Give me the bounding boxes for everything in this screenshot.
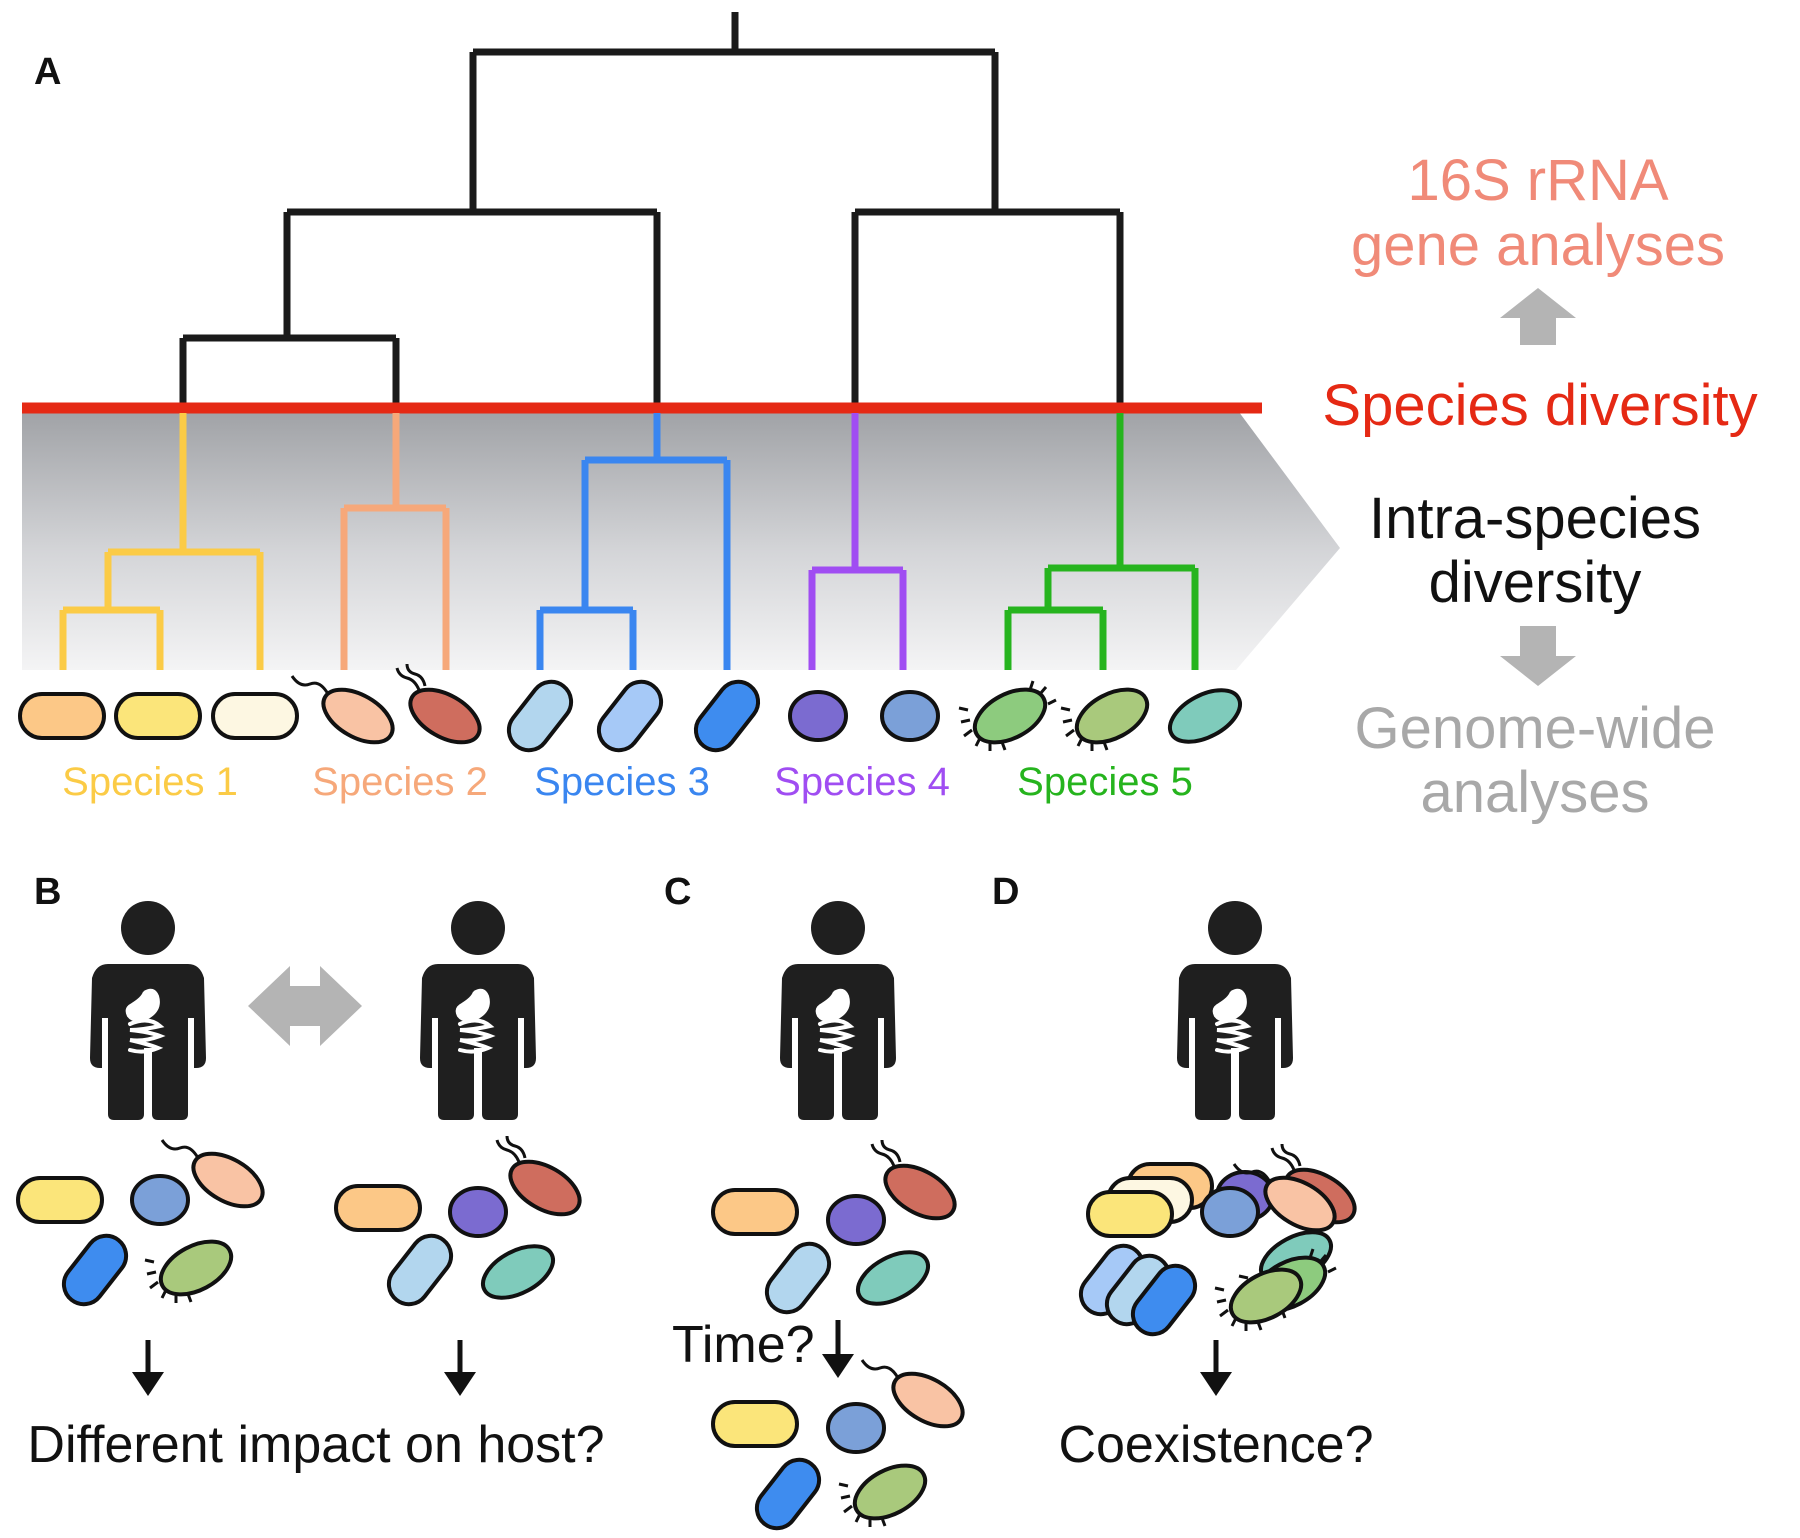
bacterium-2b bbox=[395, 662, 491, 756]
bacterium-4b bbox=[880, 690, 940, 742]
bacteria-row bbox=[18, 662, 1251, 761]
bacterium-5b bbox=[1059, 676, 1158, 756]
species-4-label: Species 4 bbox=[774, 760, 950, 804]
panel-d-letter: D bbox=[992, 871, 1019, 913]
genome-wide-label-line2: analyses bbox=[1421, 760, 1650, 825]
up-arrow-icon bbox=[1500, 288, 1576, 345]
impact-question: Different impact on host? bbox=[27, 1416, 604, 1474]
intra-species-label-line2: diversity bbox=[1429, 550, 1642, 615]
double-arrow-icon bbox=[248, 966, 362, 1046]
bacterium-1a bbox=[18, 692, 106, 740]
person-icon-c bbox=[778, 899, 898, 1122]
bacteria-group-c2 bbox=[711, 1358, 974, 1538]
time-question: Time? bbox=[672, 1316, 815, 1374]
panel-b-letter: B bbox=[34, 871, 61, 913]
panel-c-letter: C bbox=[664, 871, 691, 913]
species-tree bbox=[179, 12, 1124, 408]
intra-species-label-line1: Intra-species bbox=[1369, 486, 1701, 551]
species-1-label: Species 1 bbox=[62, 760, 238, 804]
genome-wide-label-line1: Genome-wide bbox=[1354, 696, 1715, 761]
rrna-label-line2: gene analyses bbox=[1351, 213, 1725, 278]
person-icon-b1 bbox=[88, 899, 208, 1122]
species-5-label: Species 5 bbox=[1017, 760, 1193, 804]
person-icon-b2 bbox=[418, 899, 538, 1122]
bacterium-3c bbox=[685, 671, 769, 761]
species-5-tree bbox=[1004, 413, 1199, 670]
bacteria-group-b1 bbox=[16, 1138, 274, 1315]
bacterium-3b bbox=[588, 671, 672, 761]
bacteria-group-b2 bbox=[334, 1134, 591, 1315]
bacterium-4a bbox=[788, 690, 848, 742]
bacteria-group-c1 bbox=[711, 1138, 966, 1323]
down-arrow-icon bbox=[1500, 626, 1576, 686]
species-2-label: Species 2 bbox=[312, 760, 488, 804]
bacterium-2a bbox=[290, 674, 404, 756]
species-diversity-label: Species diversity bbox=[1322, 373, 1757, 438]
species-3-tree bbox=[536, 413, 731, 670]
bacteria-group-d bbox=[1070, 1142, 1366, 1345]
species-1-tree bbox=[59, 413, 264, 670]
species-3-label: Species 3 bbox=[534, 760, 710, 804]
bacterium-1b bbox=[114, 692, 202, 740]
coexistence-question: Coexistence? bbox=[1058, 1416, 1373, 1474]
species-4-tree bbox=[808, 413, 907, 670]
species-2-tree bbox=[340, 413, 450, 670]
panel-a-letter: A bbox=[34, 51, 61, 93]
intra-species-band bbox=[22, 408, 1340, 670]
rrna-label-line1: 16S rRNA bbox=[1407, 148, 1668, 213]
bacterium-1c bbox=[211, 692, 299, 740]
bacterium-5a bbox=[957, 676, 1058, 756]
person-icon-d bbox=[1175, 899, 1295, 1122]
bacterium-5c bbox=[1159, 677, 1251, 755]
bacterium-3a bbox=[498, 671, 582, 761]
